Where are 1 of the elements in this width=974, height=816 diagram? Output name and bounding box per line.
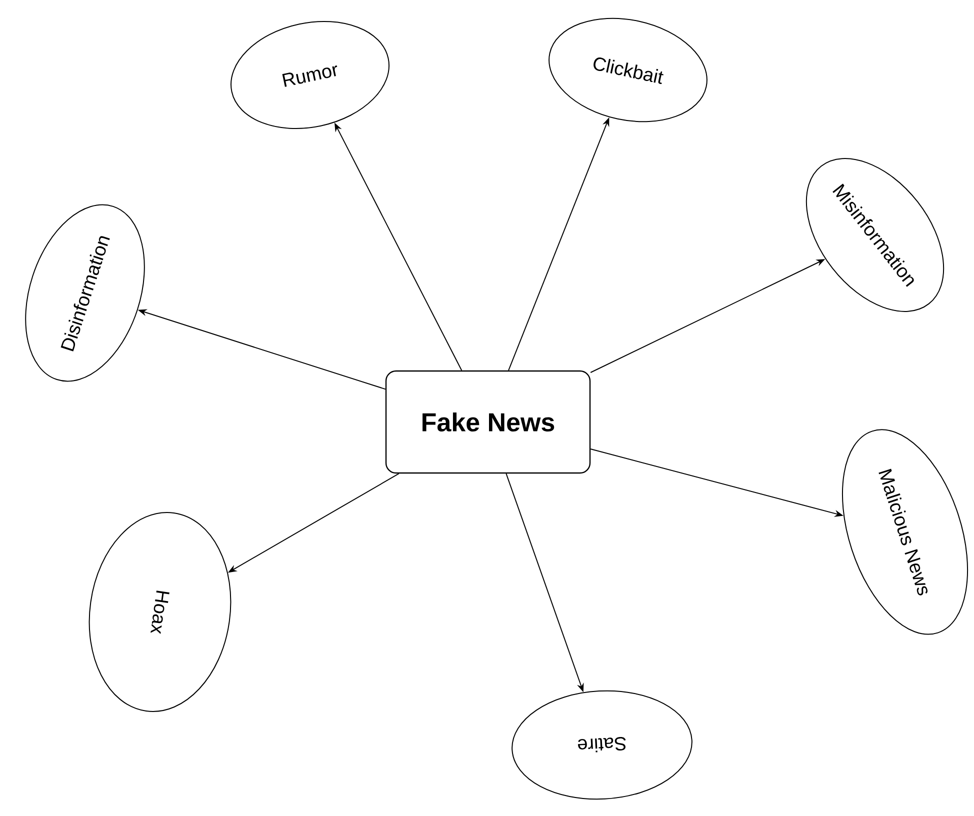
rounded-box: Fake News [385, 370, 591, 474]
